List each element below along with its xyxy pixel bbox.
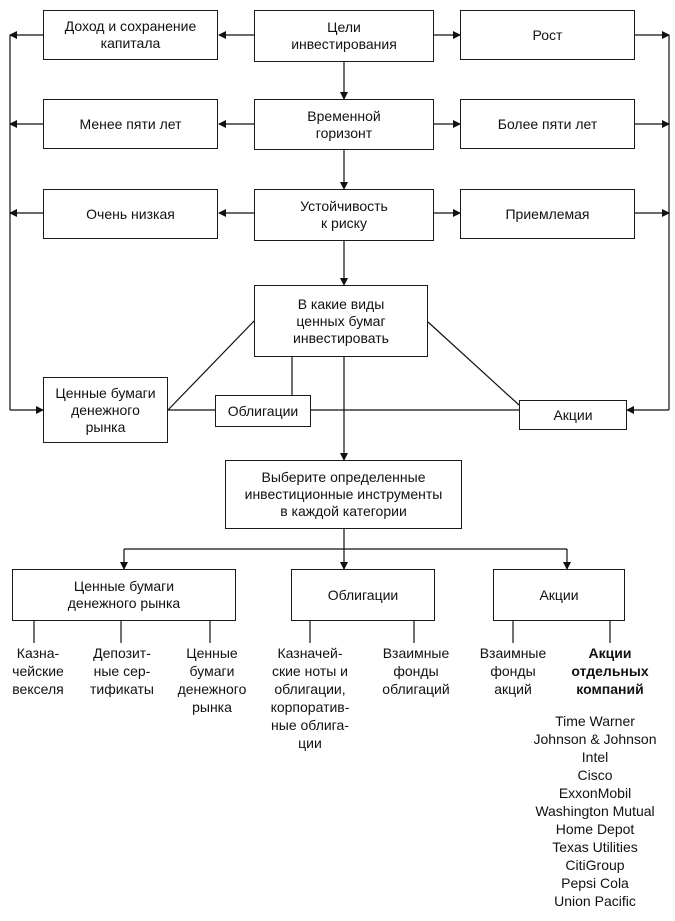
company-item: ExxonMobil [558, 785, 632, 801]
company-item: Cisco [577, 767, 613, 783]
category-money-market-box: Ценные бумаги денежного рынка [12, 569, 236, 621]
category-bonds-box: Облигации [291, 569, 435, 621]
less-five-years-box: Менее пяти лет [43, 99, 218, 149]
leaf-treasury-bills: Казна- чейские векселя [12, 645, 64, 697]
line-which-to-money-market [167, 319, 256, 411]
choose-instruments-box: Выберите определенные инвестиционные инс… [225, 460, 462, 529]
more-five-years-box: Более пяти лет [460, 99, 635, 149]
company-item: Intel [581, 749, 609, 765]
leaf-bond-mutual-funds: Взаимные фонды облигаций [382, 645, 450, 697]
which-securities-box: В какие виды ценных бумаг инвестировать [254, 285, 428, 357]
company-item: Pepsi Cola [561, 875, 629, 891]
company-item: Union Pacific [554, 893, 636, 909]
company-item: Time Warner [555, 713, 635, 729]
leaf-deposit-certificates: Депозит- ные сер- тификаты [90, 645, 154, 697]
income-box: Доход и сохранение капитала [43, 10, 218, 60]
leaf-stock-mutual-funds: Взаимные фонды акций [479, 645, 547, 697]
stocks-box: Акции [519, 400, 627, 430]
acceptable-box: Приемлемая [460, 189, 635, 239]
growth-box: Рост [460, 10, 635, 60]
horizon-box: Временной горизонт [254, 99, 434, 150]
goals-box: Цели инвестирования [254, 10, 434, 62]
very-low-box: Очень низкая [43, 189, 218, 239]
bonds-box: Облигации [215, 395, 311, 427]
company-item: Johnson & Johnson [533, 731, 657, 747]
money-market-box: Ценные бумаги денежного рынка [43, 377, 168, 443]
line-which-to-stocks [427, 321, 520, 406]
leaf-treasury-notes-bonds: Казначей- ские ноты и облигации, корпора… [270, 645, 350, 751]
risk-tolerance-box: Устойчивость к риску [254, 189, 434, 241]
company-item: Texas Utilities [552, 839, 638, 855]
category-stocks-box: Акции [493, 569, 625, 621]
company-item: Home Depot [555, 821, 635, 837]
company-item: CitiGroup [565, 857, 625, 873]
leaf-individual-company-stocks: Акции отдельных компаний [571, 645, 649, 697]
company-item: Washington Mutual [535, 803, 655, 819]
leaf-money-market-securities: Ценные бумаги денежного рынка [177, 645, 247, 715]
